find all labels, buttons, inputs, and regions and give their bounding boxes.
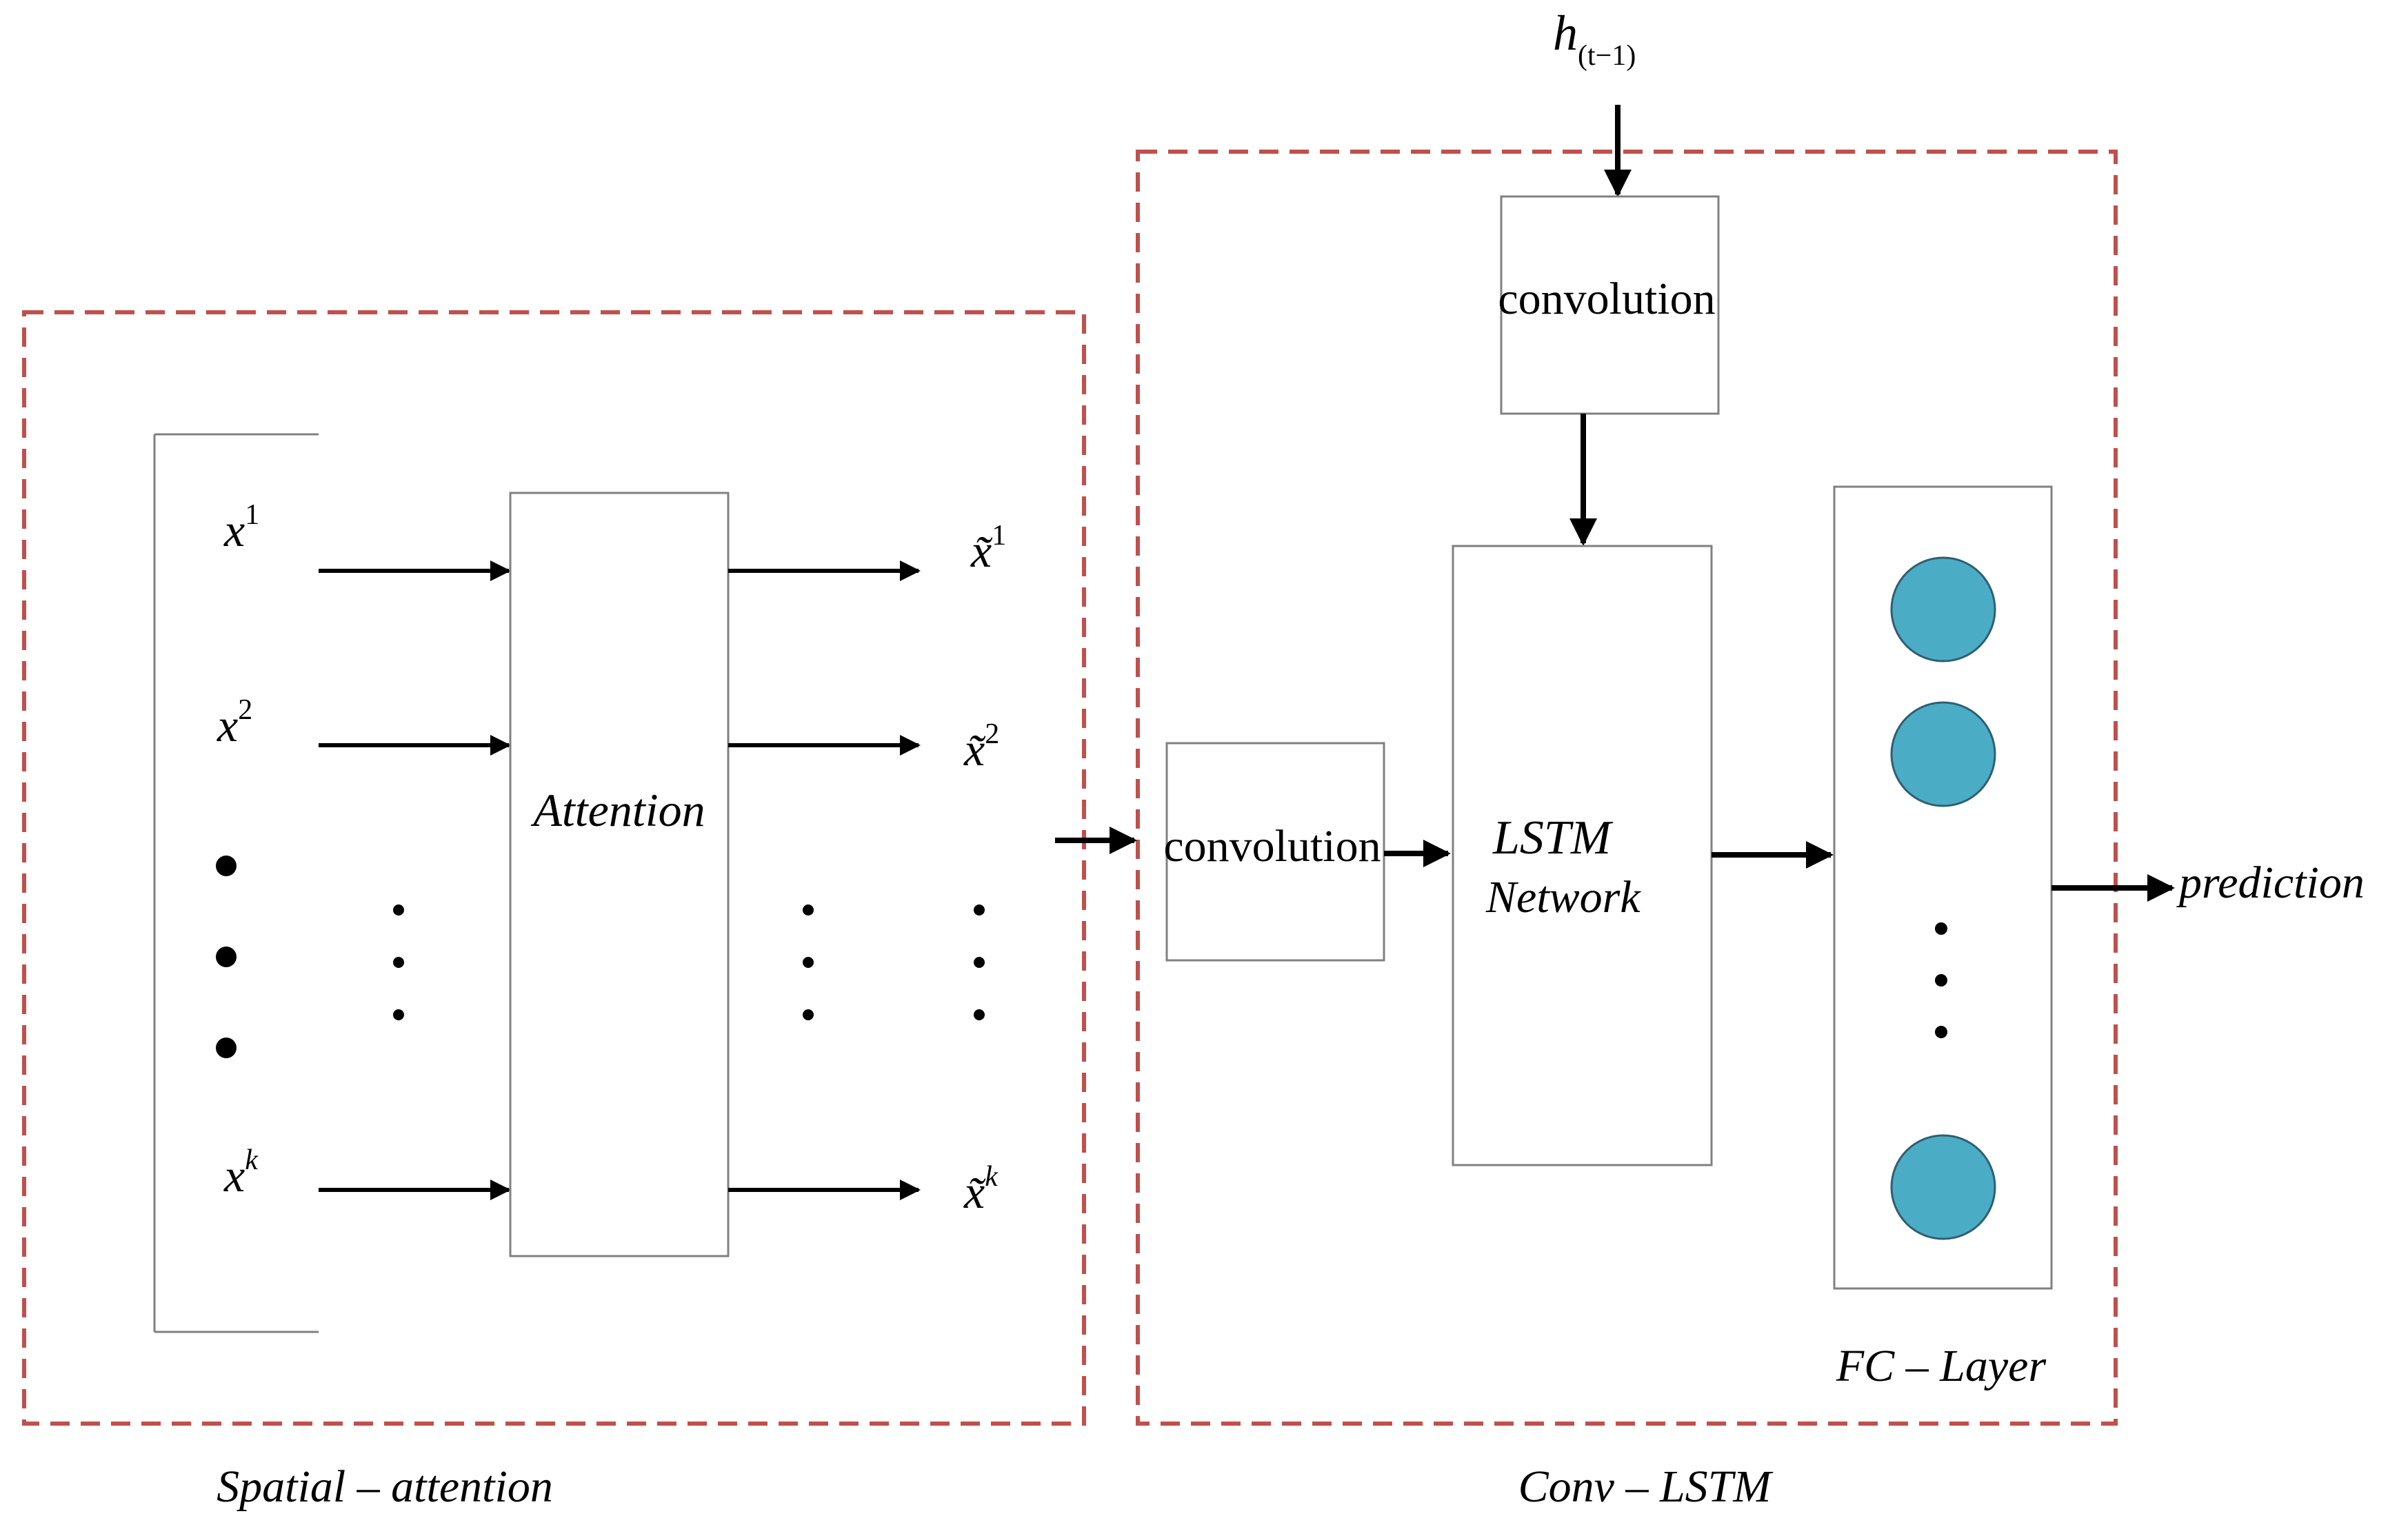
lstm-network-box (1452, 545, 1713, 1166)
conv-lstm-caption: Conv – LSTM (1518, 1462, 1774, 1512)
output-xt1-label: x̃1 (970, 520, 1006, 577)
ellipsis-outputs (974, 904, 985, 1020)
fc-neuron-node (1890, 701, 1996, 807)
prediction-label: prediction (2176, 858, 2365, 908)
convolution-top-label: convolution (1498, 274, 1715, 324)
lstm-label-line1: LSTM (1492, 811, 1614, 864)
lstm-label-line2: Network (1485, 872, 1641, 922)
fc-neuron-node (1890, 1134, 1996, 1240)
input-x2-label: x2 (217, 694, 252, 751)
convolution-left-label: convolution (1163, 821, 1381, 871)
conv-lstm-group-border (1136, 150, 2118, 1426)
convolution-top-box (1500, 195, 1720, 415)
output-xt2-label: x̃2 (963, 718, 999, 776)
ellipsis-between-input-attention (393, 904, 404, 1020)
convolution-left-box (1165, 742, 1385, 962)
attention-box (509, 492, 730, 1257)
attention-label: Attention (530, 784, 705, 836)
output-xtk-label: x̃k (963, 1161, 999, 1218)
input-ellipsis-dot (216, 1038, 237, 1058)
spatial-attention-group-border (22, 310, 1086, 1426)
fc-neuron-node (1890, 556, 1996, 663)
input-xk-label: xk (223, 1144, 259, 1202)
ellipsis-after-attention (803, 904, 814, 1020)
input-x1-label: x1 (223, 499, 259, 556)
fc-ellipsis (1935, 922, 1947, 1038)
input-ellipsis-dot (216, 947, 237, 967)
hidden-state-label: h(t−1) (1553, 6, 1636, 72)
fc-layer-label: FC – Layer (1836, 1341, 2047, 1391)
input-ellipsis-dot (216, 856, 237, 876)
spatial-attention-caption: Spatial – attention (217, 1462, 553, 1512)
input-bracket (153, 433, 319, 1333)
